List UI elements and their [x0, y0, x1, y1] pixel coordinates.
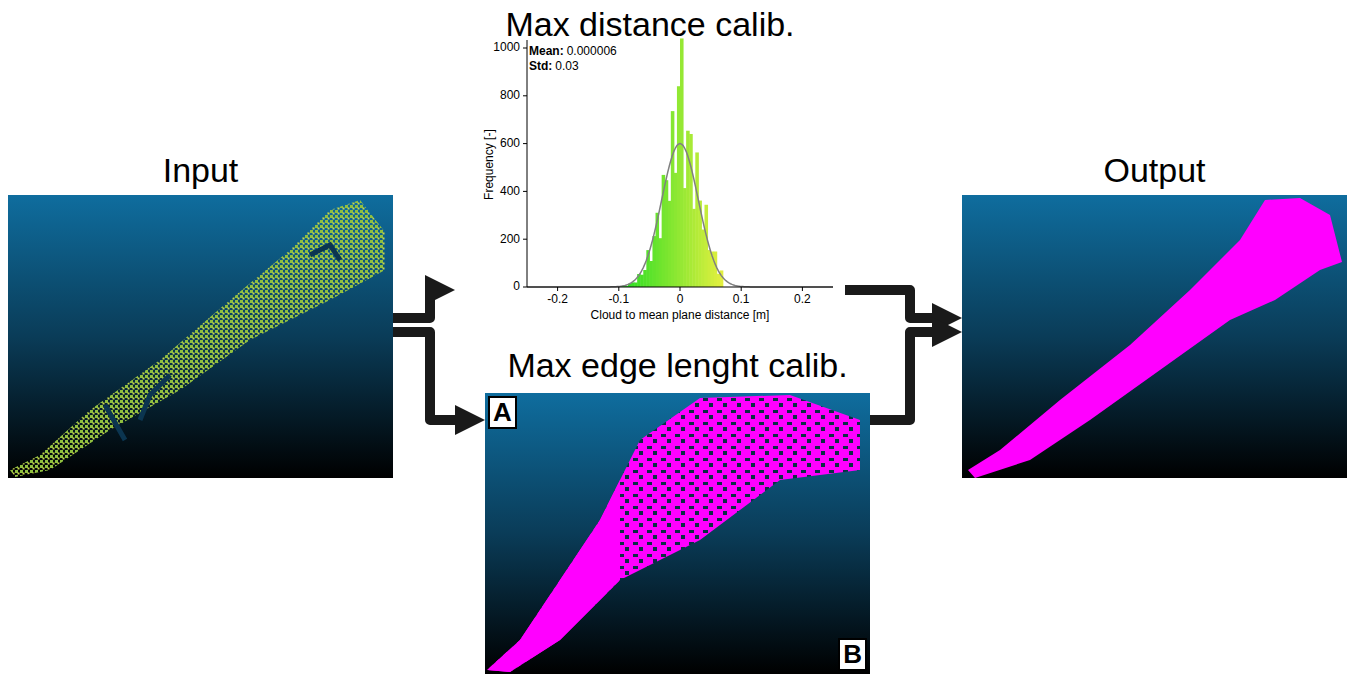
panel-letter: A	[488, 396, 517, 429]
axis-label: 0	[513, 280, 520, 293]
stat-text: 0.03	[555, 60, 578, 73]
panel: Output	[962, 150, 1347, 478]
panel-letter: B	[838, 638, 867, 671]
input-cloud	[8, 195, 393, 478]
axis-label: Cloud to mean plane distance [m]	[591, 309, 770, 322]
flow-arrow	[393, 290, 443, 318]
axis-label: 0.2	[794, 293, 811, 306]
axis-label: 0	[677, 293, 684, 306]
flow-arrow	[845, 290, 950, 318]
axis-label: 200	[500, 233, 520, 246]
flow-arrow	[870, 332, 950, 420]
axis-label: -0.2	[547, 293, 568, 306]
stat-text: Std:	[529, 60, 552, 73]
axis-label: 600	[500, 137, 520, 150]
panel-title: Max distance calib.	[455, 4, 845, 44]
axis-label: -0.1	[608, 293, 629, 306]
axis-label: 1000	[493, 41, 520, 54]
flow-arrow	[393, 332, 473, 420]
axis-label: 400	[500, 185, 520, 198]
axis-label: 0.1	[733, 293, 750, 306]
edge-length-mesh	[485, 393, 870, 674]
axis-label: 800	[500, 89, 520, 102]
panel: Input	[8, 150, 393, 478]
histogram	[523, 38, 833, 291]
panel-title: Max edge lenght calib.	[485, 345, 870, 385]
panel: Max edge lenght calib.	[485, 345, 870, 674]
axis-label: Frequency [-]	[482, 130, 495, 201]
panel-title: Output	[962, 150, 1347, 190]
output-mesh	[962, 195, 1347, 478]
stat-text: Mean:	[529, 45, 564, 58]
stat-text: 0.000006	[567, 45, 617, 58]
panel-title: Input	[8, 150, 393, 190]
